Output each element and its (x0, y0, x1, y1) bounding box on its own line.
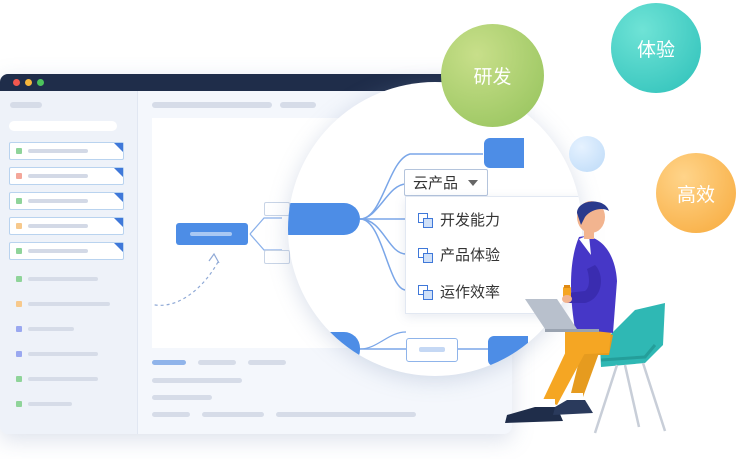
cloud-product-dropdown[interactable]: 云产品 (404, 169, 488, 196)
content-tab[interactable] (248, 360, 286, 365)
item-text-placeholder (28, 277, 98, 281)
sidebar-item[interactable] (0, 349, 136, 359)
person-with-laptop-illustration (505, 201, 667, 434)
content-tab[interactable] (198, 360, 236, 365)
magnified-branch-node[interactable] (484, 138, 524, 168)
status-dot (16, 376, 22, 382)
magnified-child-node[interactable] (406, 338, 458, 362)
menu-item-dev-capability[interactable]: 开发能力 (418, 209, 500, 230)
checkmark-corner-icon (114, 243, 123, 252)
mindmap-child-node[interactable] (264, 250, 290, 264)
status-dot (16, 198, 22, 204)
checkmark-corner-icon (114, 143, 123, 152)
sidebar-item[interactable] (9, 167, 124, 185)
sidebar-search-input[interactable] (9, 121, 117, 131)
magnified-branch-node[interactable] (488, 336, 528, 366)
status-dot (16, 223, 22, 229)
item-text-placeholder (28, 352, 98, 356)
status-dot (16, 351, 22, 357)
checkmark-corner-icon (114, 168, 123, 177)
sidebar-item[interactable] (9, 192, 124, 210)
sidebar (0, 91, 138, 434)
item-text-placeholder (28, 402, 72, 406)
bubble-experience: 体验 (611, 3, 701, 93)
item-text-placeholder (28, 224, 88, 228)
header-tab-placeholder[interactable] (280, 102, 316, 108)
status-dot (16, 148, 22, 154)
item-text-placeholder (28, 302, 110, 306)
status-dot (16, 301, 22, 307)
content-line-placeholder (152, 395, 212, 400)
mindmap-child-node[interactable] (264, 202, 290, 216)
content-tab-active[interactable] (152, 360, 186, 365)
magnified-main-node[interactable] (328, 332, 360, 366)
chevron-down-icon (468, 179, 479, 186)
close-window-button[interactable] (13, 79, 20, 86)
bubble-efficiency: 高效 (656, 153, 736, 233)
item-text-placeholder (28, 174, 88, 178)
item-text-placeholder (28, 199, 88, 203)
bubble-dev: 研发 (441, 24, 544, 127)
status-dot (16, 248, 22, 254)
sidebar-item[interactable] (0, 274, 136, 284)
sidebar-item[interactable] (0, 324, 136, 334)
bubble-decoration (569, 136, 605, 172)
status-dot (16, 326, 22, 332)
status-dot (16, 401, 22, 407)
maximize-window-button[interactable] (37, 79, 44, 86)
status-dot (16, 276, 22, 282)
content-line-placeholder (152, 412, 190, 417)
magnified-main-node[interactable] (288, 203, 360, 235)
sidebar-item[interactable] (0, 374, 136, 384)
mindmap-root-node[interactable] (176, 223, 248, 245)
dropdown-menu: 开发能力 产品体验 运作效率 (405, 196, 582, 314)
checkmark-corner-icon (114, 193, 123, 202)
checkmark-corner-icon (114, 218, 123, 227)
sidebar-item[interactable] (9, 217, 124, 235)
dropdown-label: 云产品 (413, 174, 459, 192)
menu-item-operation-efficiency[interactable]: 运作效率 (418, 281, 500, 302)
header-breadcrumb-placeholder (152, 102, 272, 108)
minimize-window-button[interactable] (25, 79, 32, 86)
item-text-placeholder (28, 149, 88, 153)
copy-icon (418, 212, 433, 228)
copy-icon (418, 247, 433, 263)
status-dot (16, 173, 22, 179)
window-titlebar (0, 74, 512, 91)
sidebar-item[interactable] (0, 299, 136, 309)
sidebar-item[interactable] (0, 399, 136, 409)
item-text-placeholder (28, 327, 74, 331)
content-line-placeholder (202, 412, 264, 417)
magnified-mindmap: 云产品 开发能力 产品体验 运作效率 (288, 82, 582, 376)
content-line-placeholder (276, 412, 416, 417)
item-text-placeholder (28, 377, 98, 381)
copy-icon (418, 284, 433, 300)
sidebar-item[interactable] (9, 142, 124, 160)
menu-item-product-experience[interactable]: 产品体验 (418, 244, 500, 265)
item-text-placeholder (28, 249, 88, 253)
sidebar-title-placeholder (10, 102, 42, 108)
sidebar-item[interactable] (9, 242, 124, 260)
content-line-placeholder (152, 378, 242, 383)
